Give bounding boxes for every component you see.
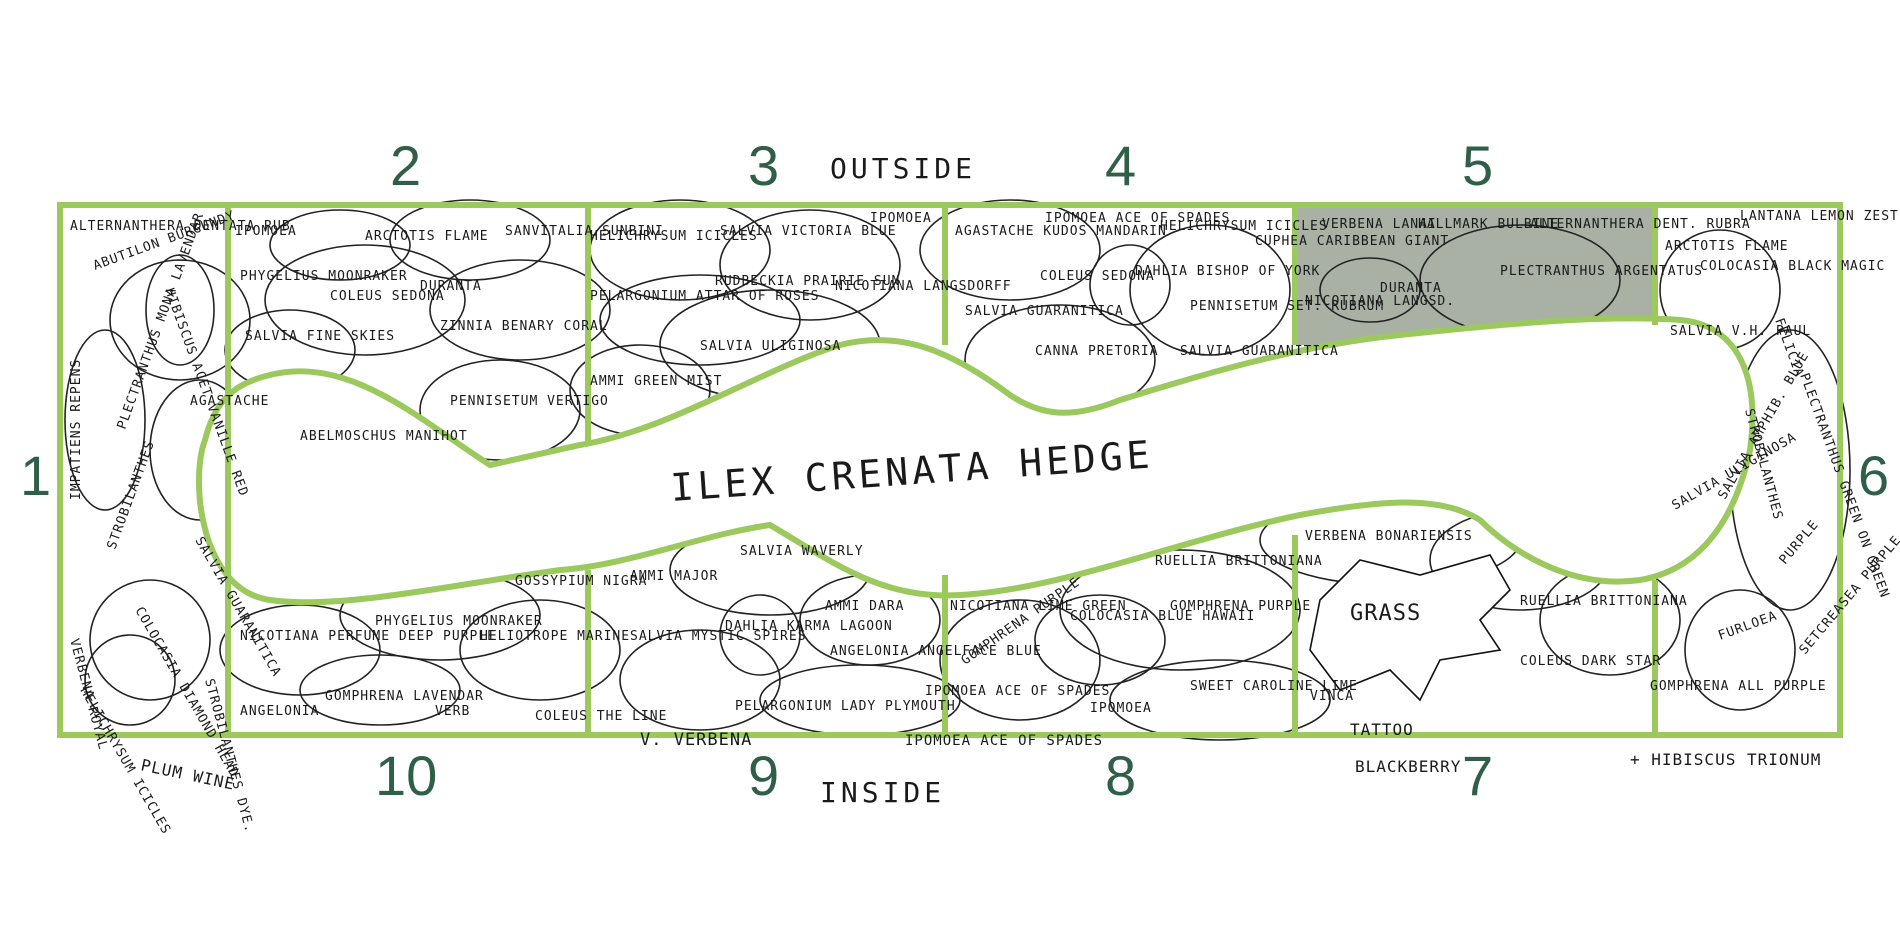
- plant-label-s2-3: SANVITALIA SUNBINI: [505, 224, 664, 239]
- plant-label-s4-3: HELICHRYSUM ICICLES: [1160, 219, 1328, 234]
- plant-label-s8-1: NICOTIANA LIME GREEN: [950, 599, 1127, 614]
- plant-label-s5-4: DURANTA: [1380, 281, 1442, 296]
- plant-label-s8-7: IPOMOEA: [1090, 701, 1152, 716]
- plant-label-s7-3: COLEUS DARK STAR: [1520, 654, 1661, 669]
- planting-blobs: [64, 199, 1851, 741]
- plant-label-s1-1: ALTERNANTHERA DENTATA RUB: [70, 219, 291, 234]
- plant-label-s2-2: ARCTOTIS FLAME: [365, 229, 489, 244]
- section-number-6: 6: [1858, 444, 1889, 507]
- plant-label-s9-8: IPOMOEA ACE OF SPADES: [925, 684, 1110, 699]
- plant-label-s2-7: SALVIA FINE SKIES: [245, 329, 395, 344]
- verbena-note: V. VERBENA: [640, 730, 752, 750]
- plant-label-s9-3: AMMI DARA: [825, 599, 904, 614]
- plant-label-s2-10: ABELMOSCHUS MANIHOT: [300, 429, 468, 444]
- plant-label-s1-7: STROBILANTHES: [105, 438, 158, 551]
- plant-label-s3-3: IPOMOEA: [870, 211, 932, 226]
- section-number-9: 9: [748, 744, 779, 807]
- plant-label-s4-10: SALVIA GUARANITICA: [1180, 344, 1339, 359]
- section-number-2: 2: [390, 134, 421, 197]
- inside-label: INSIDE: [820, 776, 945, 809]
- plant-label-s7-4: VINCA: [1310, 689, 1354, 704]
- plant-label-s10-3: GOSSYPIUM NIGRA: [515, 574, 647, 589]
- plant-label-s10-7: VERB: [435, 704, 470, 719]
- plant-label-s9-1: SALVIA WAVERLY: [740, 544, 864, 559]
- plant-label-s5-5: NICOTIANA LANGSD.: [1305, 294, 1455, 309]
- blackberry-label: BLACKBERRY: [1355, 757, 1461, 776]
- section-number-5: 5: [1462, 134, 1493, 197]
- plant-label-s7-1: VERBENA BONARIENSIS: [1305, 529, 1473, 544]
- plant-label-s5-3: ALTERNANTHERA DENT. RUBRA: [1530, 217, 1751, 232]
- plant-label-s10-2: PHYGELIUS MOONRAKER: [375, 614, 543, 629]
- plant-label-s3-5: PELARGONIUM ATTAR OF ROSES: [590, 289, 820, 304]
- hibiscus-trionum-label: + HIBISCUS TRIONUM: [1630, 750, 1821, 769]
- grass-label: GRASS: [1350, 601, 1421, 626]
- plant-label-s6-10: FURLOEA: [1716, 609, 1779, 644]
- plant-label-s2-4: PHYGELIUS MOONRAKER: [240, 269, 408, 284]
- plant-label-s3-6: NICOTIANA LANGSDORFF: [835, 279, 1012, 294]
- plant-label-s2-1: IPOMOEA: [235, 224, 297, 239]
- plant-label-s9-5: DAHLIA KARMA LAGOON: [725, 619, 893, 634]
- plant-label-s3-7: SALVIA ULIGINOSA: [700, 339, 841, 354]
- plant-label-s9-2: AMMI MAJOR: [630, 569, 718, 584]
- plant-label-s4-9: CANNA PRETORIA: [1035, 344, 1159, 359]
- plant-label-s4-7: CUPHEA CARIBBEAN GIANT: [1255, 234, 1449, 249]
- plant-label-s9-4: SALVIA MYSTIC SPIRES: [630, 629, 807, 644]
- plant-label-s1-4: IMPATIENS REPENS: [69, 359, 84, 500]
- plant-label-s4-8: PENNISETUM SET. RUBRUM: [1190, 299, 1384, 314]
- section-number-10: 10: [375, 744, 437, 807]
- section-grid: [57, 202, 1843, 738]
- plant-label-s3-2: SALVIA VICTORIA BLUE: [720, 224, 897, 239]
- plant-label-s8-5: GOMPHRENA PURPLE: [1170, 599, 1311, 614]
- plant-label-s10-6: ANGELONIA: [240, 704, 319, 719]
- section-number-3: 3: [748, 134, 779, 197]
- plant-label-s5-6: PLECTRANTHUS ARGENTATUS: [1500, 264, 1703, 279]
- section-numbers: 1 2 3 4 5 6 7 8 9 10: [20, 134, 1889, 807]
- plant-label-s4-6: SALVIA GUARANITICA: [965, 304, 1124, 319]
- plant-label-s4-5: DAHLIA BISHOP OF YORK: [1135, 264, 1320, 279]
- plant-label-s4-4: COLEUS SEDONA: [1040, 269, 1155, 284]
- plant-label-s10-4: HELIOTROPE MARINE: [480, 629, 630, 644]
- section-number-4: 4: [1105, 134, 1136, 197]
- plant-label-s7-2: RUELLIA BRITTONIANA: [1520, 594, 1688, 609]
- plant-label-s3-8: AMMI GREEN MIST: [590, 374, 722, 389]
- plant-label-s3-1: HELICHRYSUM ICICLES: [590, 229, 758, 244]
- section-number-7: 7: [1462, 744, 1493, 807]
- plant-label-s6-3: COLOCASIA BLACK MAGIC: [1700, 259, 1885, 274]
- plant-label-s10-5: GOMPHRENA LAVENDAR: [325, 689, 484, 704]
- plant-label-s5-2: HALLMARK BULBINE: [1418, 217, 1559, 232]
- plant-label-s4-2: IPOMOEA ACE OF SPADES: [1045, 211, 1230, 226]
- plant-label-s8-3: COLOCASIA BLUE HAWAII: [1070, 609, 1255, 624]
- plant-label-s6-2: ARCTOTIS FLAME: [1665, 239, 1789, 254]
- plant-label-s2-9: PENNISETUM VERTIGO: [450, 394, 609, 409]
- plant-label-s6-4: SALVIA V.H. PAUL: [1670, 324, 1811, 339]
- plant-label-s2-8: ZINNIA BENARY CORAL: [440, 319, 608, 334]
- plant-label-s8-6: SWEET CAROLINE LIME: [1190, 679, 1358, 694]
- ipomoea-note: IPOMOEA ACE OF SPADES: [905, 733, 1103, 749]
- plant-label-s2-5: COLEUS SEDONA: [330, 289, 445, 304]
- plant-label-s5-1: VERBENA LANAI: [1322, 217, 1437, 232]
- plant-label-s9-6: ANGELONIA ANGELFACE BLUE: [830, 644, 1042, 659]
- section-number-8: 8: [1105, 744, 1136, 807]
- plant-label-s6-13: GOMPHRENA ALL PURPLE: [1650, 679, 1827, 694]
- plant-label-s6-1: LANTANA LEMON ZEST: [1740, 209, 1899, 224]
- plant-label-s3-4: RUDBECKIA PRAIRIE SUN: [715, 274, 900, 289]
- plant-label-s9-7: PELARGONIUM LADY PLYMOUTH: [735, 699, 956, 714]
- tattoo-label: TATTOO: [1350, 720, 1414, 739]
- outside-label: OUTSIDE: [830, 152, 976, 185]
- section-number-1: 1: [20, 444, 51, 507]
- grass-patch: [1309, 554, 1511, 702]
- plant-label-s4-1: AGASTACHE KUDOS MANDARIN: [955, 224, 1167, 239]
- plant-label-s1-12: AGASTACHE: [190, 394, 269, 409]
- plant-label-s8-4: RUELLIA BRITTONIANA: [1155, 554, 1323, 569]
- plant-label-s6-11: PURPLE: [1777, 517, 1823, 567]
- plant-label-s9-9: COLEUS THE LINE: [535, 709, 667, 724]
- plant-label-s2-6: DURANTA: [420, 279, 482, 294]
- plant-label-s10-1: NICOTIANA PERFUME DEEP PURPLE: [240, 629, 496, 644]
